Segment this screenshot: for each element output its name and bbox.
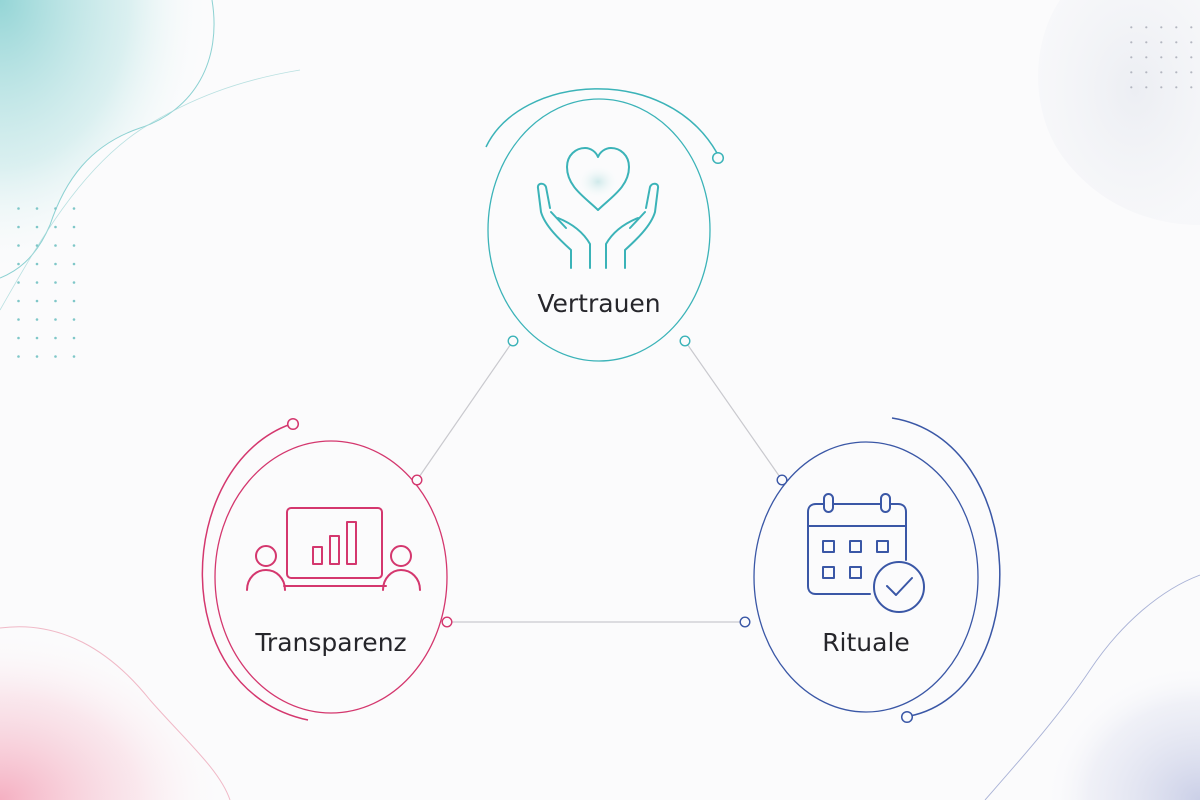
node-rituale-orbit-arc xyxy=(891,417,1001,717)
grey-dot-grid xyxy=(1128,24,1198,90)
node-transparenz-orbit-dot xyxy=(286,417,300,431)
team-presentation-chart-icon xyxy=(246,507,421,591)
node-vertrauen-port-right xyxy=(679,335,691,347)
node-transparenz-circle xyxy=(214,440,448,714)
node-vertrauen-orbit-dot xyxy=(711,151,725,165)
node-vertrauen-orbit-arc xyxy=(485,88,718,154)
node-transparenz-label: Transparenz xyxy=(254,628,406,657)
node-transparenz-orbit-arc xyxy=(201,423,309,721)
node-vertrauen-label: Vertrauen xyxy=(537,289,660,318)
pink-blob-outline xyxy=(0,626,231,800)
node-rituale-circle xyxy=(753,441,979,713)
node-rituale[interactable]: Rituale xyxy=(739,417,1001,724)
edge-vertrauen-rituale xyxy=(684,340,783,481)
node-vertrauen-circle xyxy=(487,98,711,362)
node-vertrauen[interactable]: Vertrauen xyxy=(485,88,725,362)
calendar-check-icon xyxy=(807,493,925,613)
blue-blob xyxy=(1040,660,1200,800)
connector-lines xyxy=(416,340,783,623)
node-transparenz-port-top xyxy=(411,474,423,486)
node-transparenz-port-right xyxy=(441,616,453,628)
blue-wave-line xyxy=(984,574,1200,800)
node-rituale-label: Rituale xyxy=(822,628,910,657)
pink-blob xyxy=(0,626,230,800)
heart-in-hands-icon xyxy=(536,147,660,269)
teal-dot-grid xyxy=(15,205,87,365)
node-transparenz[interactable]: Transparenz xyxy=(201,417,453,721)
edge-vertrauen-transparenz xyxy=(416,340,514,481)
node-rituale-port-top xyxy=(776,474,788,486)
node-rituale-port-left xyxy=(739,616,751,628)
node-rituale-orbit-dot xyxy=(900,710,914,724)
node-vertrauen-port-left xyxy=(507,335,519,347)
